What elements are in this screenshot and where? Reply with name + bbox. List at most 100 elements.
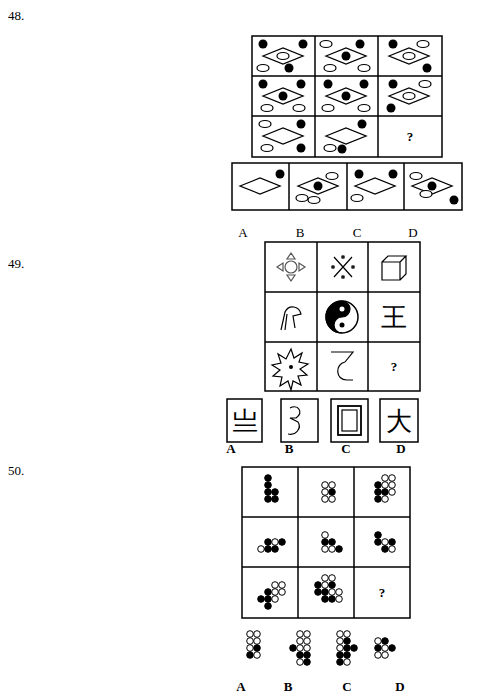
cluster-dot [304, 652, 311, 659]
grid-49 [227, 242, 420, 442]
cluster-dot [272, 489, 279, 496]
cluster-dot [279, 589, 286, 596]
cluster-dot [375, 539, 382, 546]
cluster-dot [344, 659, 351, 666]
cluster-dot [265, 489, 272, 496]
cluster-dot [344, 631, 351, 638]
cluster-dot [272, 546, 279, 553]
option-letter: D [408, 226, 417, 239]
cluster-dot [375, 496, 382, 503]
cluster-dot [258, 596, 265, 603]
cluster-dot [382, 482, 389, 489]
cluster-dot [297, 638, 304, 645]
cluster-dot [389, 475, 396, 482]
cluster-dot [337, 631, 344, 638]
cluster-dot [329, 596, 336, 603]
cluster-dot [247, 631, 254, 638]
cluster-dot [322, 532, 329, 539]
cluster-dot [304, 645, 311, 652]
cluster-dot [247, 645, 254, 652]
grid-48 [232, 36, 462, 210]
cluster-dot [322, 489, 329, 496]
cluster-dot [265, 496, 272, 503]
cluster-dot [315, 589, 322, 596]
cluster-dot [272, 596, 279, 603]
cluster-dot [272, 496, 279, 503]
cluster-dot [265, 482, 272, 489]
cluster-dot [329, 546, 336, 553]
cluster-dot [322, 496, 329, 503]
cluster-dot [254, 645, 261, 652]
cluster-dot [337, 645, 344, 652]
cluster-dot [375, 482, 382, 489]
cluster-dot [254, 638, 261, 645]
cluster-dot [329, 575, 336, 582]
cluster-dot [297, 652, 304, 659]
question-number: 50. [8, 464, 24, 477]
cells-48 [240, 40, 459, 205]
cluster-dot [272, 539, 279, 546]
cluster-dot [336, 596, 343, 603]
cluster-dot [247, 652, 254, 659]
question-number: 49. [8, 257, 24, 270]
cluster-dot [315, 582, 322, 589]
cluster-dot [265, 539, 272, 546]
cluster-dot [382, 496, 389, 503]
cluster-dot [329, 482, 336, 489]
glyph-figure: 王 [381, 304, 407, 330]
cluster-dot [258, 546, 265, 553]
cluster-dot [382, 645, 389, 652]
cluster-dot [351, 645, 358, 652]
option-letter: D [395, 680, 404, 693]
option-letter: C [353, 226, 362, 239]
cluster-dot [290, 645, 297, 652]
cluster-dot [272, 582, 279, 589]
cluster-dot [322, 546, 329, 553]
cluster-dot [375, 645, 382, 652]
option-letter: B [284, 680, 293, 693]
option-letter: B [296, 226, 305, 239]
cluster-dot [322, 575, 329, 582]
cluster-dot [337, 659, 344, 666]
question-number: 48. [8, 9, 24, 22]
option-letter: B [285, 442, 294, 455]
cluster-dot [322, 539, 329, 546]
cluster-dot [329, 539, 336, 546]
cluster-dot [265, 603, 272, 610]
cluster-dot [254, 652, 261, 659]
cluster-dot [329, 589, 336, 596]
cluster-dot [297, 645, 304, 652]
cluster-dot [382, 539, 389, 546]
question-mark: ? [391, 360, 398, 373]
cluster-dot [389, 645, 396, 652]
cluster-dot [375, 638, 382, 645]
cluster-dot [389, 489, 396, 496]
cluster-dot [344, 645, 351, 652]
cluster-dot [304, 638, 311, 645]
cluster-dot [322, 596, 329, 603]
cluster-dot [336, 589, 343, 596]
cluster-dot [382, 475, 389, 482]
cluster-dot [329, 582, 336, 589]
grid-50 [242, 467, 410, 618]
cluster-dot [254, 631, 261, 638]
cluster-dot [247, 638, 254, 645]
option-letter: C [342, 680, 351, 693]
cluster-dot [304, 631, 311, 638]
cluster-dot [382, 489, 389, 496]
option-letter: C [341, 442, 350, 455]
circle-clusters [247, 475, 396, 666]
icons-49 [272, 253, 406, 435]
cluster-dot [279, 582, 286, 589]
cluster-dot [382, 546, 389, 553]
option-letter: D [396, 442, 405, 455]
cluster-dot [297, 631, 304, 638]
cluster-dot [322, 582, 329, 589]
cluster-dot [265, 589, 272, 596]
cluster-dot [322, 482, 329, 489]
cluster-dot [375, 489, 382, 496]
option-letter: A [226, 442, 235, 455]
cluster-dot [322, 589, 329, 596]
cluster-dot [304, 659, 311, 666]
